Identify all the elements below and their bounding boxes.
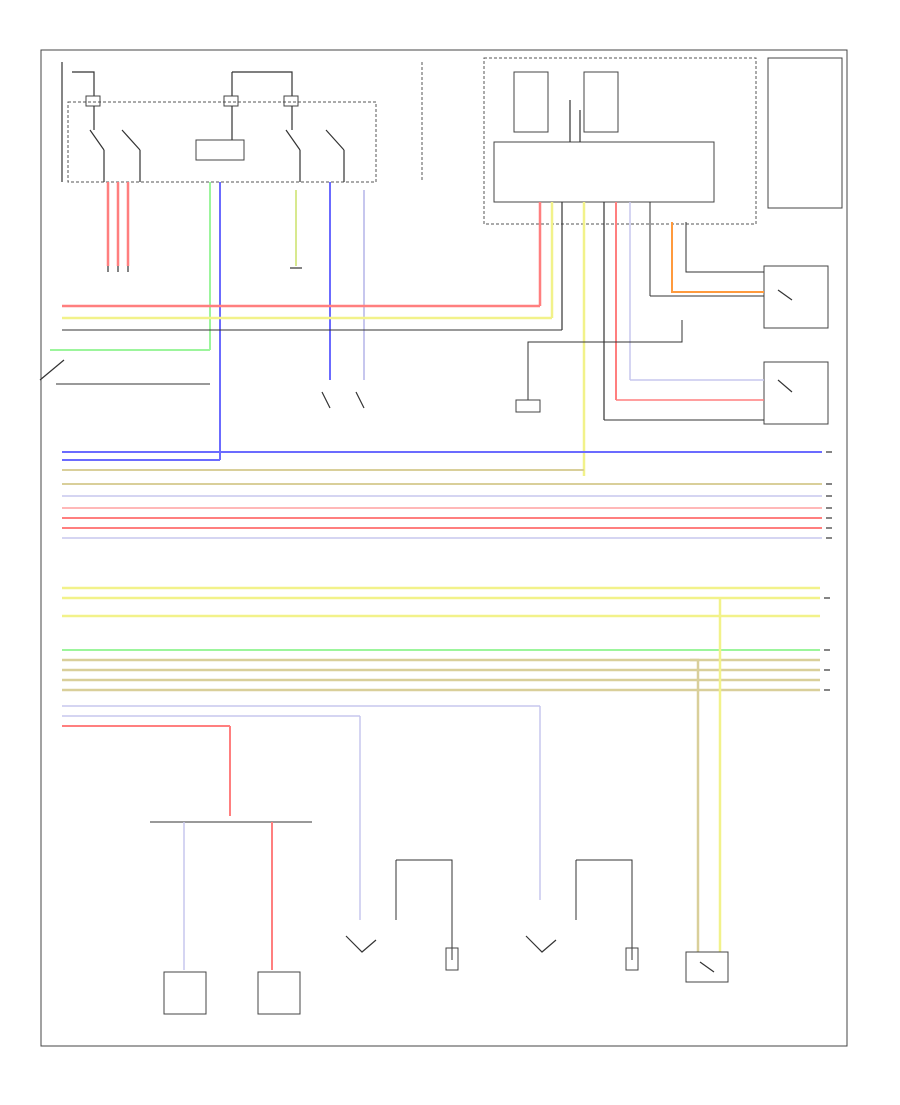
ground-icon: [107, 266, 129, 272]
switch-icon: [777, 289, 793, 393]
bottom-components: [163, 935, 729, 1015]
right-terminals: [824, 451, 832, 691]
switch-icon: [39, 359, 65, 381]
component-box: [257, 971, 301, 1015]
middle-harness: [62, 451, 822, 539]
component-box: [163, 971, 207, 1015]
control-unit-outline: [483, 57, 757, 225]
fuse-icon: [85, 95, 101, 107]
side-module: [767, 57, 843, 209]
control-unit-wires: [515, 202, 764, 476]
lower-drops: [150, 598, 722, 970]
ground-icon: [321, 391, 365, 409]
fuse-icon: [283, 95, 299, 107]
relay-switch-icon: [285, 129, 345, 151]
relay-switch-icon: [525, 935, 557, 953]
relay-block: [61, 62, 423, 183]
connector-icon: [515, 399, 541, 413]
switch-box-2: [763, 361, 829, 425]
component-box: [685, 951, 729, 983]
switch-box-1: [763, 265, 829, 329]
control-unit: [483, 57, 843, 425]
fuse-icon: [223, 95, 239, 107]
diagram-border: [40, 49, 848, 1047]
fuse-3: [232, 71, 293, 96]
relay-switch-icon: [89, 129, 141, 151]
switch-icon: [699, 961, 715, 973]
lower-harness: [62, 586, 820, 727]
top-left-wires: [106, 182, 365, 460]
motor-icon: [583, 71, 619, 133]
relay-switch-icon: [345, 935, 377, 953]
fuse-1: [72, 71, 95, 96]
control-unit-body: [493, 141, 715, 203]
motor-icon: [513, 71, 549, 133]
connector-icon: [445, 947, 459, 971]
relay-block-outline: [67, 101, 377, 183]
upper-bus: [39, 304, 562, 409]
connector-icon: [625, 947, 639, 971]
control-module: [195, 139, 245, 161]
